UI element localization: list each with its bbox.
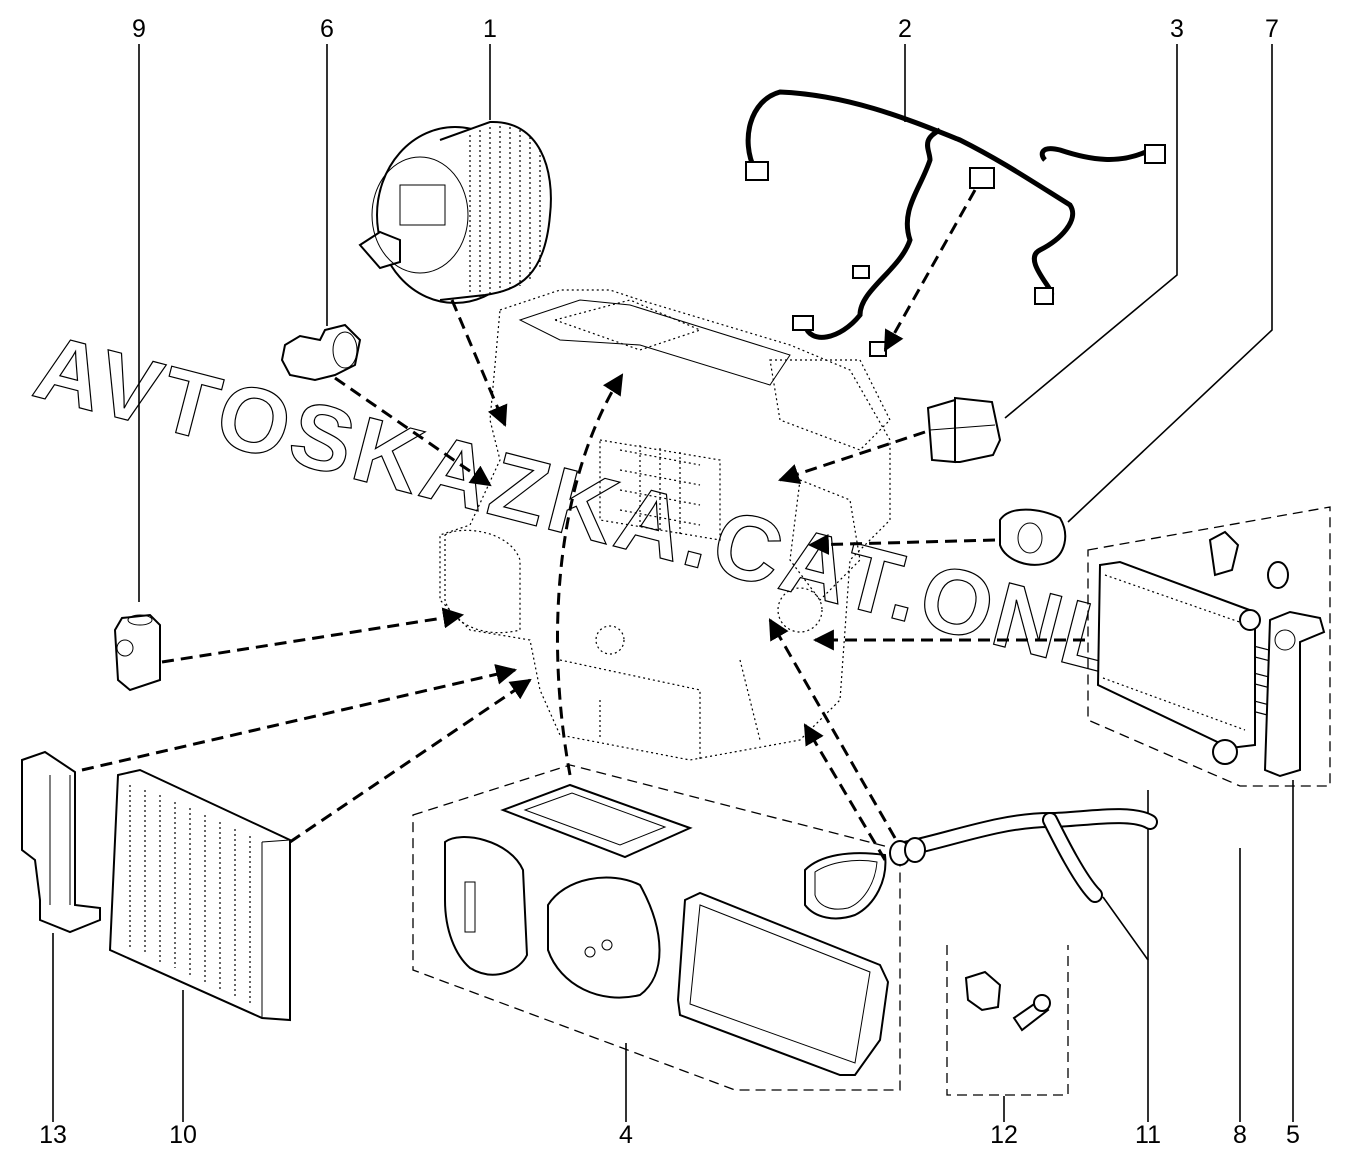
mode-door-actuator bbox=[999, 508, 1067, 566]
callout-6: 6 bbox=[320, 15, 334, 43]
callout-11: 11 bbox=[1135, 1121, 1161, 1149]
callout-1: 1 bbox=[483, 15, 497, 43]
filter-cover bbox=[21, 750, 101, 934]
hvac-housing bbox=[439, 289, 891, 761]
callout-10: 10 bbox=[169, 1121, 197, 1149]
blend-door-actuator bbox=[280, 323, 362, 382]
blower-motor bbox=[358, 120, 552, 304]
callout-5: 5 bbox=[1286, 1121, 1300, 1149]
callout-12: 12 bbox=[990, 1121, 1018, 1149]
wiring-harness bbox=[745, 89, 1166, 357]
expansion-valve bbox=[113, 613, 161, 692]
callout-3: 3 bbox=[1170, 15, 1184, 43]
actuator-motor bbox=[926, 396, 1002, 464]
cabin-air-filter bbox=[108, 768, 291, 1022]
heater-core-kit bbox=[1087, 506, 1331, 787]
callout-4: 4 bbox=[619, 1121, 633, 1149]
callout-9: 9 bbox=[132, 15, 146, 43]
assembly-arrows bbox=[81, 189, 1085, 861]
heater-core-bracket bbox=[1263, 610, 1326, 778]
heater-hose-pipe bbox=[889, 808, 1158, 903]
callout-2: 2 bbox=[898, 15, 912, 43]
callout-8: 8 bbox=[1233, 1121, 1247, 1149]
callout-7: 7 bbox=[1265, 15, 1279, 43]
callout-13: 13 bbox=[39, 1121, 67, 1149]
seal-kit bbox=[412, 764, 901, 1091]
clip-and-screw-kit bbox=[946, 945, 1069, 1096]
